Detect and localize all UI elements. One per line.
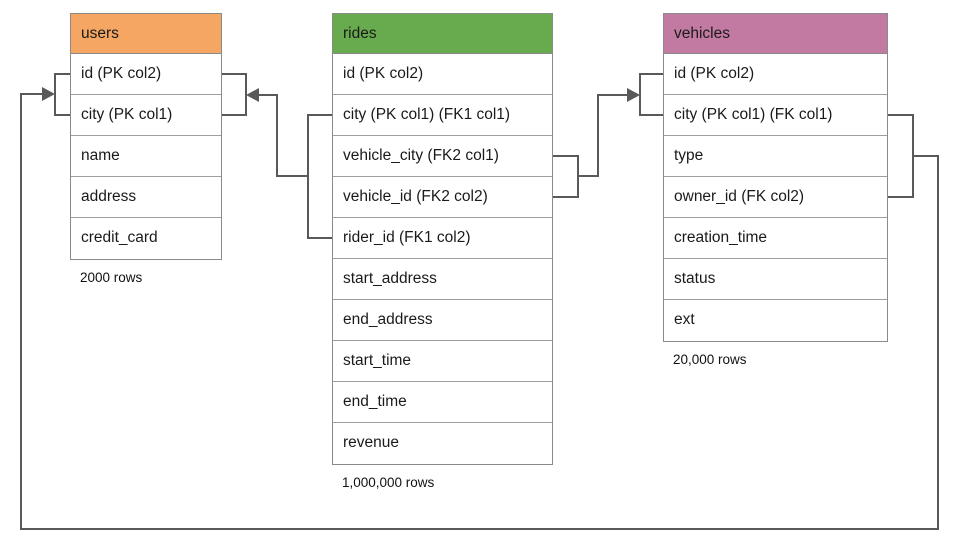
column-row: revenue — [333, 423, 552, 464]
column-row: id (PK col2) — [71, 54, 221, 95]
column-row: start_address — [333, 259, 552, 300]
column-row: ext — [664, 300, 887, 341]
column-row: creation_time — [664, 218, 887, 259]
row-count-label: 1,000,000 rows — [342, 475, 435, 490]
column-row: address — [71, 177, 221, 218]
column-row: credit_card — [71, 218, 221, 259]
column-row: id (PK col2) — [664, 54, 887, 95]
column-row: vehicle_id (FK2 col2) — [333, 177, 552, 218]
table-header-rides: rides — [333, 14, 552, 54]
row-count-label: 2000 rows — [80, 270, 143, 285]
column-row: end_address — [333, 300, 552, 341]
table-rides: rides id (PK col2) city (PK col1) (FK1 c… — [332, 13, 553, 490]
column-row: end_time — [333, 382, 552, 423]
fk1-connector-line — [253, 94, 308, 177]
fk2-connector-line — [578, 94, 630, 177]
column-row: city (PK col1) (FK col1) — [664, 95, 887, 136]
table-header-users: users — [71, 14, 221, 54]
rides-fk1-bracket — [307, 114, 332, 239]
column-row: name — [71, 136, 221, 177]
row-count-label: 20,000 rows — [673, 352, 747, 367]
arrowhead-right-icon — [42, 87, 55, 101]
column-row: type — [664, 136, 887, 177]
vehicles-fk-bracket — [888, 114, 914, 198]
column-row: owner_id (FK col2) — [664, 177, 887, 218]
users-left-pk-bracket — [54, 73, 70, 116]
column-row: rider_id (FK1 col2) — [333, 218, 552, 259]
vehicles-users-connector-line — [20, 93, 939, 530]
column-row: city (PK col1) — [71, 95, 221, 136]
table-header-vehicles: vehicles — [664, 14, 887, 54]
arrowhead-left-icon — [246, 88, 259, 102]
column-row: status — [664, 259, 887, 300]
table-vehicles: vehicles id (PK col2) city (PK col1) (FK… — [663, 13, 888, 367]
table-users: users id (PK col2) city (PK col1) name a… — [70, 13, 222, 285]
vehicles-left-pk-bracket — [639, 73, 663, 116]
column-row: id (PK col2) — [333, 54, 552, 95]
users-right-pk-bracket — [222, 73, 247, 116]
arrowhead-right-icon — [627, 88, 640, 102]
column-row: city (PK col1) (FK1 col1) — [333, 95, 552, 136]
column-row: vehicle_city (FK2 col1) — [333, 136, 552, 177]
rides-fk2-bracket — [553, 155, 579, 198]
column-row: start_time — [333, 341, 552, 382]
